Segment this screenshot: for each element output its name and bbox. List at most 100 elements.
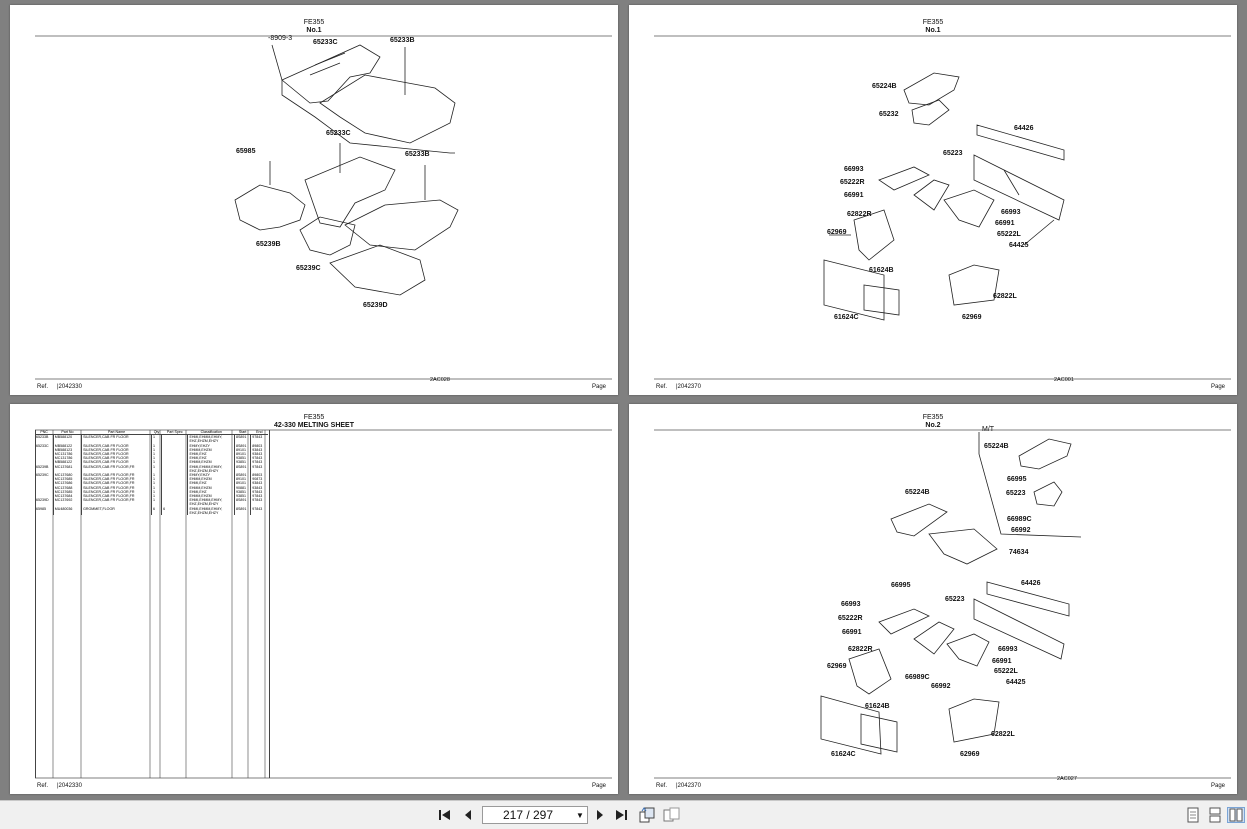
table-cell xyxy=(150,439,162,444)
table-cell: 1 xyxy=(150,481,162,486)
table-cell: 65239B xyxy=(36,464,49,469)
table-cell: MB588123 xyxy=(52,447,82,453)
part-label: 66991 xyxy=(995,220,1015,227)
page-mode-button[interactable] xyxy=(662,807,682,823)
table-cell: EHZ,EHZM,EHZY xyxy=(187,468,235,474)
table-cell xyxy=(161,468,188,474)
table-cell: SILENCER,CAB FR FLOOR,FR xyxy=(81,485,152,490)
table-header-row: PNC Part No Part Name Qty Part Spec Clas… xyxy=(35,430,268,436)
two-page-icon xyxy=(1229,808,1243,822)
table-cell xyxy=(161,485,188,490)
table-cell: 65233C xyxy=(36,443,49,448)
last-page-button[interactable] xyxy=(612,807,630,823)
table-cell: SILENCER,CAB FR FLOOR,FR xyxy=(81,494,152,499)
table-cell xyxy=(35,511,53,515)
page-header: FE355 No.1 xyxy=(629,19,1237,35)
table-cell xyxy=(161,498,188,503)
table-cell: 8S891 xyxy=(234,443,251,448)
document-viewport[interactable]: FE355 No.1 xyxy=(0,0,1247,800)
part-label: 65222L xyxy=(997,231,1021,238)
model-label: FE355 xyxy=(922,414,944,421)
part-label: 61624C xyxy=(834,314,859,321)
table-row: EHZ,EHZM,EHZY xyxy=(35,510,268,516)
table-cell: 89803 xyxy=(250,473,268,478)
page-header: FE355 42-330 MELTING SHEET xyxy=(10,414,618,430)
table-cell: 90881 xyxy=(234,485,251,490)
part-label: 65239C xyxy=(296,265,321,272)
table-cell: 93843 xyxy=(250,452,268,457)
ref-label: Ref. xyxy=(656,384,668,390)
part-label: 66995 xyxy=(891,582,911,589)
table-cell xyxy=(250,510,268,516)
table-cell: MC137688 xyxy=(52,485,82,490)
sheet-label: No.1 xyxy=(925,27,941,34)
ref-number: |2042370 xyxy=(676,783,701,789)
table-cell: EHMI,EHMM,EHMY, xyxy=(187,498,235,503)
part-label: 65224B xyxy=(984,443,1009,450)
part-label: 64426 xyxy=(1014,125,1034,132)
part-label: 62969 xyxy=(827,229,847,236)
continuous-page-icon xyxy=(1209,807,1221,823)
page-rotate-icon xyxy=(639,807,655,823)
table-cell: MB588122 xyxy=(52,443,82,448)
table-cell xyxy=(52,510,82,516)
table-cell: 97843 xyxy=(250,494,268,499)
part-label: 62969 xyxy=(827,663,847,670)
rotate-pages-button[interactable] xyxy=(638,807,658,823)
part-label: 62822R xyxy=(847,211,872,218)
part-label: 66993 xyxy=(841,601,861,608)
table-cell: 1 xyxy=(150,447,162,453)
page-number-select[interactable]: 217 / 297 ▼ xyxy=(482,806,588,824)
table-cell: EHZ,EHZM,EHZY xyxy=(187,502,235,507)
table-cell: 8S891 xyxy=(234,498,251,503)
table-row: EHZ,EHZM,EHZY xyxy=(35,468,268,474)
table-cell: 97843 xyxy=(250,456,268,461)
two-page-view-button[interactable] xyxy=(1227,807,1245,823)
part-label: 64426 xyxy=(1021,580,1041,587)
prev-page-button[interactable] xyxy=(460,807,476,823)
part-label: 62822L xyxy=(991,731,1015,738)
next-page-button[interactable] xyxy=(592,807,608,823)
page-header: FE355 No.2 xyxy=(629,414,1237,430)
part-label: 66991 xyxy=(844,192,864,199)
page-label: Page xyxy=(591,384,606,390)
part-label: 66992 xyxy=(931,683,951,690)
ref-label: Ref. xyxy=(37,384,49,390)
next-page-icon xyxy=(597,810,603,820)
part-label: 62969 xyxy=(962,314,982,321)
table-cell: 1 xyxy=(150,485,162,490)
continuous-view-button[interactable] xyxy=(1207,807,1223,823)
part-label: 65232 xyxy=(879,111,899,118)
part-label: 66992 xyxy=(1011,527,1031,534)
part-label: 66993 xyxy=(1001,209,1021,216)
table-cell: MB588120 xyxy=(52,434,82,440)
table-cell: 89101 xyxy=(234,447,251,453)
table-cell: MB588122 xyxy=(52,460,82,465)
model-label: FE355 xyxy=(303,414,325,421)
table-cell xyxy=(161,473,188,478)
table-cell xyxy=(161,456,188,461)
table-cell: SILENCER,CAB FR FLOOR xyxy=(81,460,152,465)
table-cell xyxy=(250,502,268,507)
part-label: 66991 xyxy=(992,658,1012,665)
table-cell: EHMM,EHZM xyxy=(187,447,235,453)
table-cell: 65233B xyxy=(36,435,49,440)
first-page-button[interactable] xyxy=(436,807,454,823)
part-label: 66989C xyxy=(905,674,930,681)
table-cell: EHMI,EHZ xyxy=(187,481,235,486)
table-cell: 97843 xyxy=(250,506,268,511)
table-cell: 93843 xyxy=(250,485,268,490)
table-cell xyxy=(81,468,152,474)
single-page-view-button[interactable] xyxy=(1185,807,1201,823)
parts-drawing xyxy=(654,35,1231,380)
table-cell: 97843 xyxy=(250,434,268,440)
part-label: 74634 xyxy=(1009,549,1029,556)
table-cell: SILENCER,CAB FR FLOOR xyxy=(81,452,152,457)
table-cell: EHZ,EHZM,EHZY xyxy=(187,510,235,516)
drawing-code: 2AC028 xyxy=(430,377,450,383)
ref-label: Ref. xyxy=(656,783,668,789)
table-cell: 1 xyxy=(150,473,162,478)
